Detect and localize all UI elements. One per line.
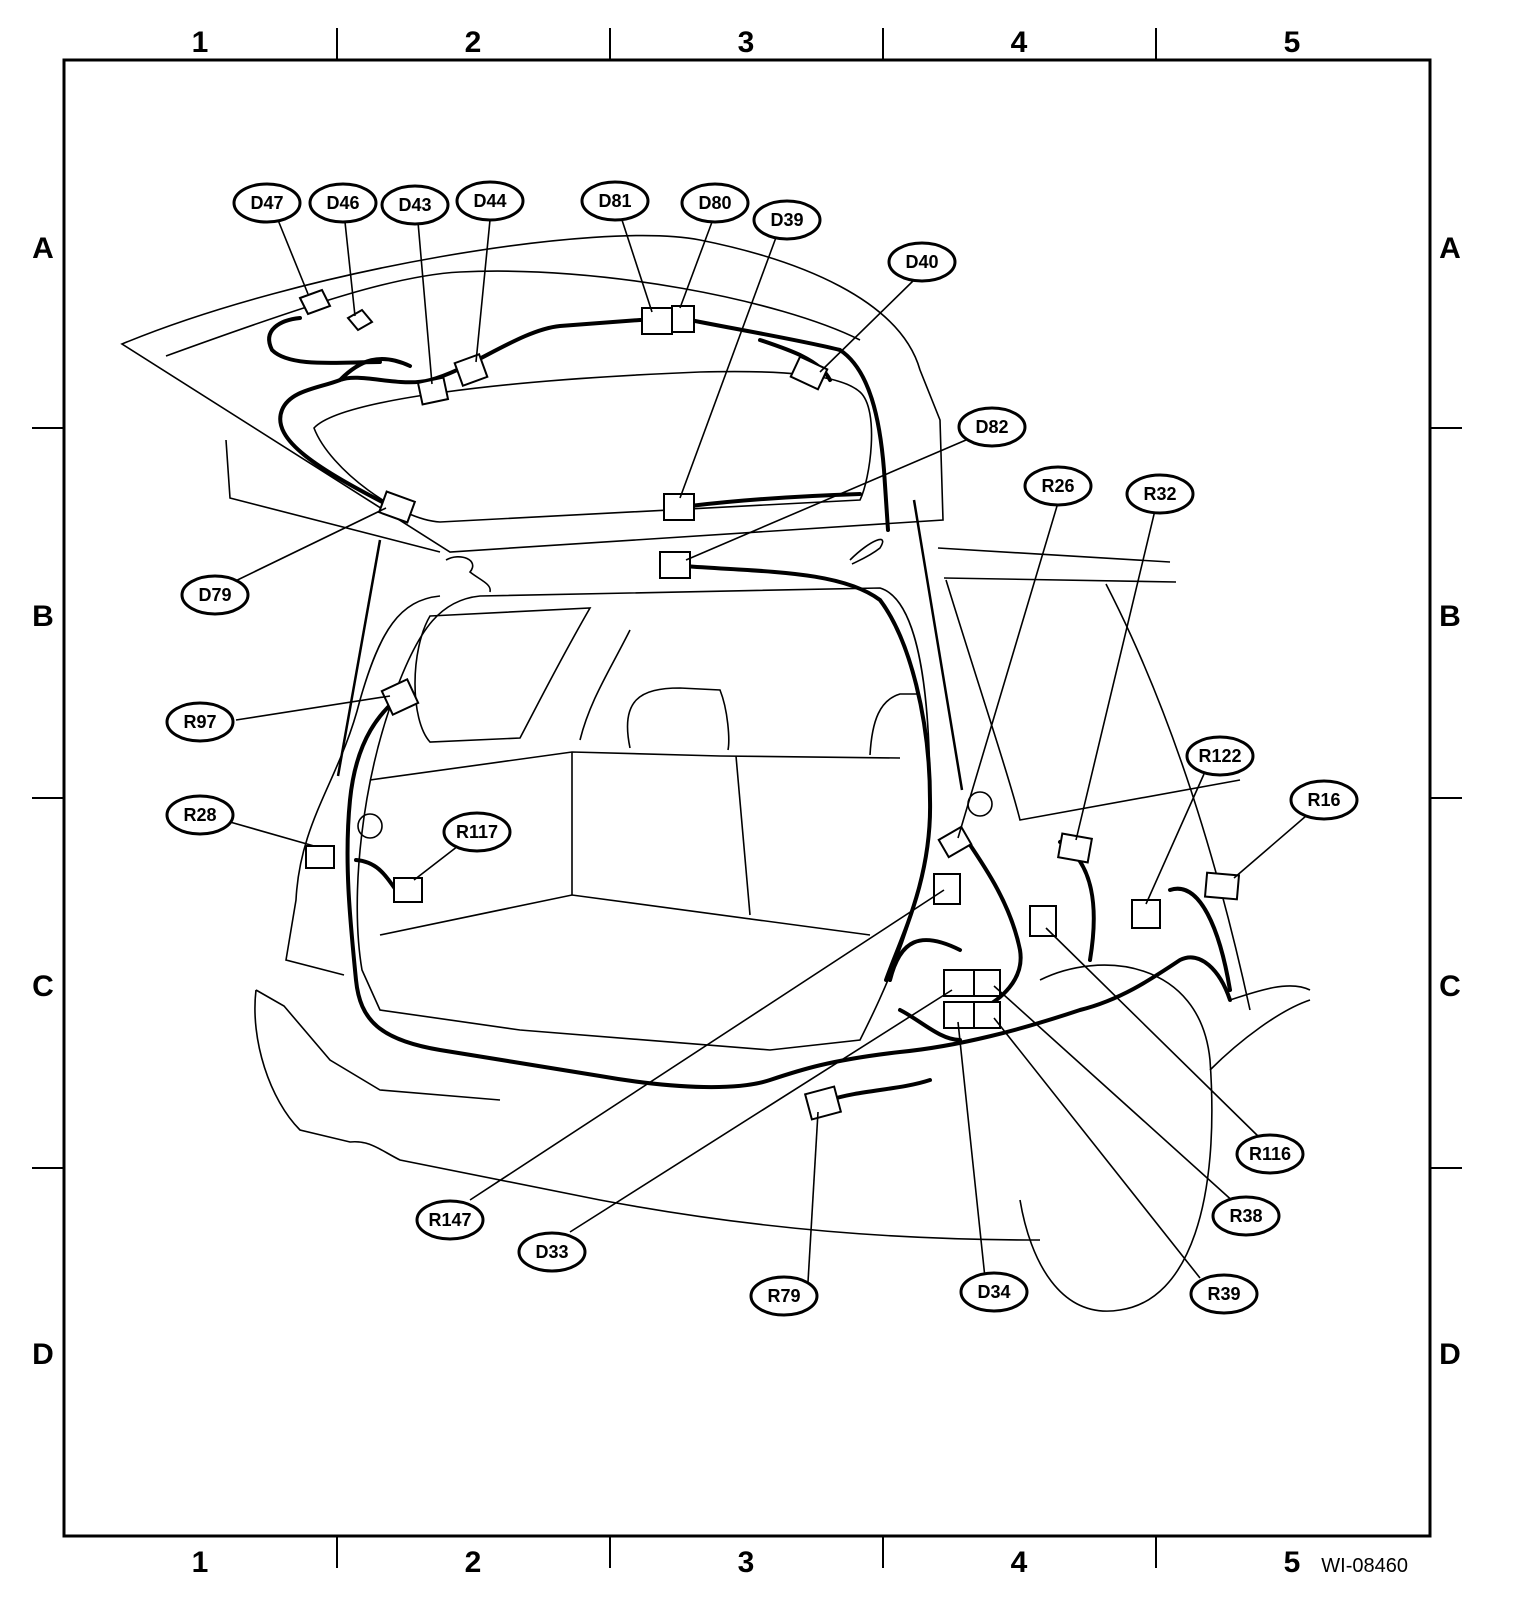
- callout-oval-d40: [887, 241, 957, 283]
- connector-body-r116: [1029, 905, 1057, 937]
- connector-body-d46: [346, 308, 374, 332]
- connector-body-d47: [298, 288, 332, 316]
- callout-oval-r122: [1185, 735, 1255, 777]
- callout-oval-r147: [415, 1199, 485, 1241]
- col-label-bottom-1: 1: [192, 1546, 209, 1579]
- row-label-right-A: A: [1439, 232, 1461, 265]
- connector-body-d40: [789, 355, 829, 391]
- wiring-harness: [267, 316, 1232, 1102]
- col-label-top-4: 4: [1011, 26, 1028, 59]
- diagram-frame: [62, 58, 1432, 1538]
- connector-label-r28: R28: [183, 805, 216, 825]
- row-label-right-B: B: [1439, 600, 1461, 633]
- connector-body-d81: [641, 307, 673, 335]
- callout-oval-r28: [165, 794, 235, 836]
- callout-oval-d43: [380, 184, 450, 226]
- connector-label-d43: D43: [398, 195, 431, 215]
- connector-body-r28: [305, 845, 335, 869]
- connector-label-r38: R38: [1229, 1206, 1262, 1226]
- col-label-bottom-2: 2: [465, 1546, 482, 1579]
- callout-oval-d80: [680, 182, 750, 224]
- connector-body-d79: [377, 490, 417, 524]
- callout-oval-d81: [580, 180, 650, 222]
- row-label-left-B: B: [32, 600, 54, 633]
- connector-bodies: [298, 288, 1241, 1121]
- callout-oval-r32: [1125, 473, 1195, 515]
- row-label-left-C: C: [32, 970, 54, 1003]
- connector-body-r16: [1203, 871, 1241, 901]
- connector-body-d43: [416, 376, 450, 406]
- connector-label-d79: D79: [198, 585, 231, 605]
- connector-label-d80: D80: [698, 193, 731, 213]
- connector-label-r147: R147: [428, 1210, 471, 1230]
- callout-oval-d39: [752, 199, 822, 241]
- connector-label-r122: R122: [1198, 746, 1241, 766]
- connector-body-d44: [453, 352, 489, 388]
- callout-oval-r117: [442, 811, 512, 853]
- connector-label-r116: R116: [1249, 1144, 1291, 1164]
- connector-body-r32: [1056, 832, 1094, 864]
- row-label-left-D: D: [32, 1338, 54, 1371]
- connector-label-d33: D33: [535, 1242, 568, 1262]
- vehicle-body-outline: [120, 234, 1311, 1312]
- callout-oval-r16: [1289, 779, 1359, 821]
- connector-body-d82: [659, 551, 691, 579]
- grid-ticks: [32, 28, 1462, 1568]
- row-label-right-C: C: [1439, 970, 1461, 1003]
- col-label-top-1: 1: [192, 26, 209, 59]
- connector-body-r38: [973, 969, 1001, 997]
- connector-body-r79: [803, 1085, 843, 1121]
- col-label-bottom-5: 5: [1284, 1546, 1301, 1579]
- connector-body-d39: [663, 493, 695, 521]
- col-label-bottom-4: 4: [1011, 1546, 1028, 1579]
- connector-body-r147: [933, 873, 961, 905]
- connector-body-r26: [937, 825, 973, 859]
- connector-label-r97: R97: [183, 712, 216, 732]
- connector-label-r117: R117: [456, 822, 498, 842]
- connector-label-r32: R32: [1143, 484, 1176, 504]
- connector-label-r79: R79: [767, 1286, 800, 1306]
- connector-label-d34: D34: [977, 1282, 1010, 1302]
- col-label-top-3: 3: [738, 26, 755, 59]
- figure-id: WI-08460: [1321, 1555, 1408, 1577]
- connector-body-r117: [393, 877, 423, 903]
- callout-oval-r116: [1235, 1133, 1305, 1175]
- callout-oval-d44: [455, 180, 525, 222]
- callout-oval-d46: [308, 182, 378, 224]
- connector-label-d44: D44: [473, 191, 506, 211]
- connector-body-r97: [380, 677, 420, 717]
- connector-label-d39: D39: [770, 210, 803, 230]
- connector-label-r16: R16: [1307, 790, 1340, 810]
- col-label-bottom-3: 3: [738, 1546, 755, 1579]
- connector-body-d80: [671, 305, 695, 333]
- callout-oval-r26: [1023, 465, 1093, 507]
- callout-oval-d33: [517, 1231, 587, 1273]
- connector-label-r39: R39: [1207, 1284, 1240, 1304]
- col-label-top-2: 2: [465, 26, 482, 59]
- connector-label-d81: D81: [598, 191, 631, 211]
- connector-body-r122: [1131, 899, 1161, 929]
- leader-lines: [224, 219, 1307, 1283]
- callout-oval-d47: [232, 182, 302, 224]
- connector-label-d40: D40: [905, 252, 938, 272]
- callout-oval-r39: [1189, 1273, 1259, 1315]
- callout-oval-r79: [749, 1275, 819, 1317]
- connector-label-d47: D47: [250, 193, 283, 213]
- connector-label-d82: D82: [975, 417, 1008, 437]
- connector-label-d46: D46: [326, 193, 359, 213]
- callout-oval-d82: [957, 406, 1027, 448]
- callout-oval-d79: [180, 574, 250, 616]
- callout-oval-r97: [165, 701, 235, 743]
- row-label-right-D: D: [1439, 1338, 1461, 1371]
- connector-body-r39: [973, 1001, 1001, 1029]
- col-label-top-5: 5: [1284, 26, 1301, 59]
- callout-ovals: [165, 180, 1359, 1317]
- row-label-left-A: A: [32, 232, 54, 265]
- callout-oval-r38: [1211, 1195, 1281, 1237]
- connector-label-r26: R26: [1041, 476, 1074, 496]
- callout-oval-d34: [959, 1271, 1029, 1313]
